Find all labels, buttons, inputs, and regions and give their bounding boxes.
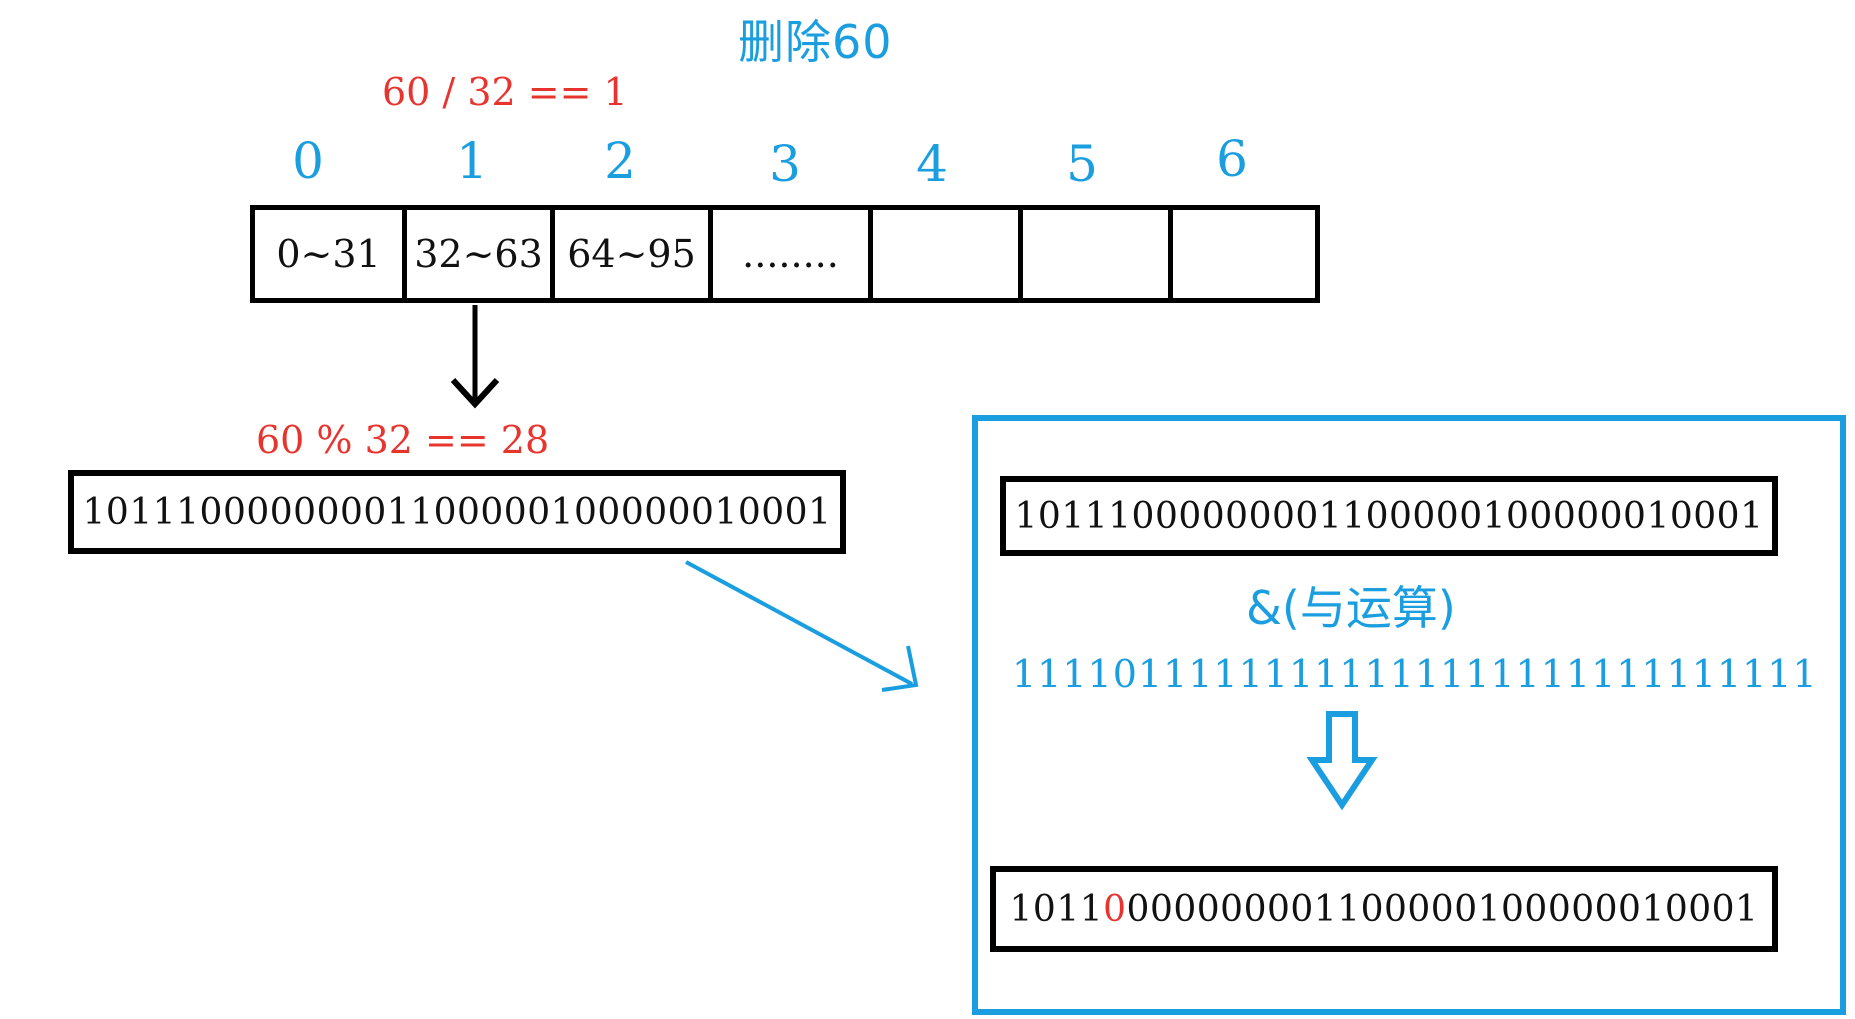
source-bit-word: 10111000000001100000100000010001 [68,470,846,554]
mask-bits: 11110111111111111111111111111111 [1012,652,1818,696]
and-operation-panel [972,415,1846,1015]
cleared-bit: 0 [1103,888,1127,930]
result-bits-prefix: 1011 [1009,888,1104,930]
array-index-4: 4 [916,135,948,193]
array-cell-1: 32~63 [407,210,555,298]
page-title: 删除60 [738,15,893,69]
modulo-formula: 60 % 32 == 28 [256,418,550,462]
bitmap-array: 0~31 32~63 64~95 ........ [250,205,1320,303]
array-cell-2: 64~95 [555,210,713,298]
array-index-0: 0 [292,132,324,190]
diagonal-arrow-icon [685,560,919,692]
division-formula: 60 / 32 == 1 [382,70,628,114]
array-cell-0: 0~31 [255,210,407,298]
result-bits-suffix: 000000001100000100000010001 [1126,888,1759,930]
hollow-down-arrow-icon [1306,711,1378,811]
down-arrow-icon [450,305,500,409]
array-index-5: 5 [1066,135,1098,193]
array-index-6: 6 [1216,130,1248,188]
array-index-2: 2 [604,132,636,190]
array-cell-4 [873,210,1023,298]
and-operation-label: &(与运算) [1246,581,1456,635]
array-cell-5 [1023,210,1173,298]
array-index-3: 3 [769,135,801,193]
operand-bit-word: 10111000000001100000100000010001 [1000,476,1778,556]
array-cell-3: ........ [713,210,873,298]
array-index-1: 1 [456,132,488,190]
